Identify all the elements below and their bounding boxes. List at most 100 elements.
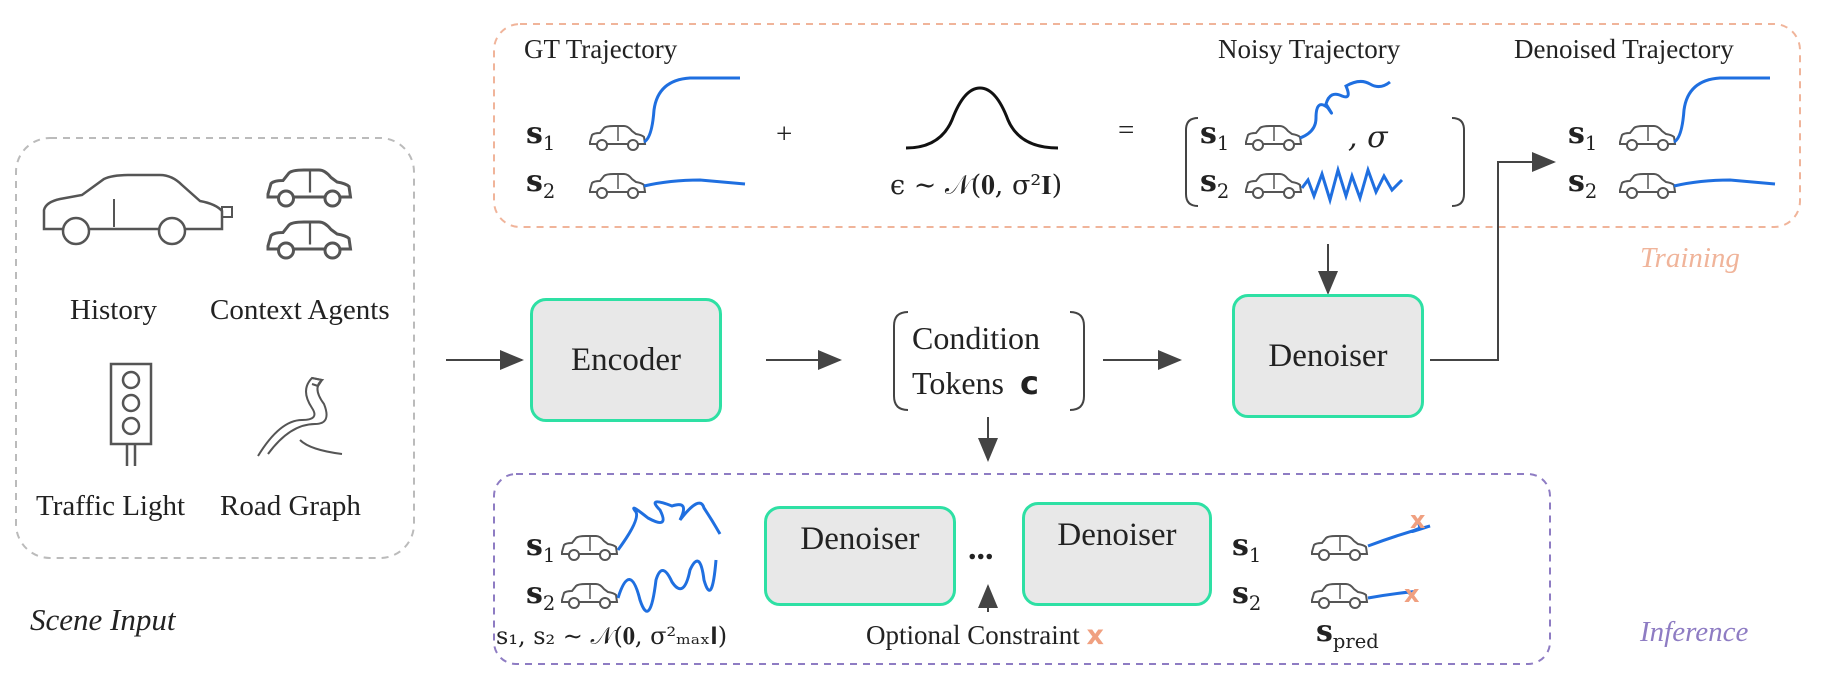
gt-car-1-icon [589,125,646,151]
s-symbol: s [526,116,543,151]
sub-2: 2 [1584,180,1598,203]
init-trajectory-2 [616,559,718,613]
ellipsis: ... [968,530,994,567]
denoised-trajectory-title: Denoised Trajectory [1514,34,1734,64]
sub-1: 1 [542,132,556,155]
noisy-s2-label: s2 [1200,164,1229,203]
road-graph-icon [257,376,343,457]
condition-bracket-right [1069,311,1085,411]
denoised-s2-label: s2 [1568,164,1597,203]
sub-1: 1 [1248,544,1262,567]
sub-1: 1 [542,544,556,567]
constraint-text: Optional Constraint [866,620,1080,650]
noisy-bracket-left [1185,117,1199,207]
gt-trajectory-1 [643,76,740,144]
constraint-mark: x [1086,620,1104,651]
noisy-trajectory-1 [1299,79,1391,140]
denoised-trajectory-2 [1673,178,1776,188]
gt-car-2-icon [589,173,646,199]
denoiser-box: Denoiser [1232,294,1424,418]
pred-label: spred [1316,614,1379,653]
denoiser-label: Denoiser [1268,337,1388,374]
constraint-x-mark-2: x [1404,580,1420,608]
noisy-car-1-icon [1245,125,1302,151]
denoised-car-1-icon [1619,125,1676,151]
inference-denoiser-box-1: Denoiser [764,506,956,606]
s-symbol: s [526,164,543,199]
condition-bracket-left [893,311,909,411]
sigma-label: , σ [1348,120,1388,155]
gt-s1-label: s1 [526,116,555,155]
context-agent-car-icon [266,220,352,260]
plus-sign: + [776,118,793,150]
gt-trajectory-title: GT Trajectory [524,34,678,64]
pred-sub: pred [1332,630,1379,653]
training-label: Training [1640,242,1740,274]
history-car-icon [42,173,233,246]
noisy-trajectory-title: Noisy Trajectory [1218,34,1401,64]
traffic-light-icon [109,362,153,466]
s-symbol: s [1232,576,1249,611]
denoised-car-2-icon [1619,173,1676,199]
s-symbol: s [526,528,543,563]
inference-denoiser-label: Denoiser [1057,517,1177,553]
init-s1-label: s1 [526,528,555,567]
inference-label: Inference [1640,616,1749,648]
gt-trajectory-2 [643,178,746,188]
inference-denoiser-box-2: Denoiser [1022,502,1212,606]
noise-formula: ϵ ∼ 𝒩(𝟎, σ²𝐈) [890,170,1063,201]
context-agents-label: Context Agents [210,294,390,326]
noisy-bracket-right [1451,117,1465,207]
s-symbol: s [1200,164,1217,199]
noisy-trajectory-2 [1300,164,1404,206]
sub-2: 2 [542,180,556,203]
road-graph-label: Road Graph [220,490,361,522]
s-symbol: s [1568,116,1585,151]
s-symbol: s [1568,164,1585,199]
noisy-s1-label: s1 [1200,116,1229,155]
sub-2: 2 [1216,180,1230,203]
pred-car-1-icon [1311,535,1368,561]
sub-2: 2 [542,592,556,615]
encoder-label: Encoder [571,341,681,378]
init-s2-label: s2 [526,576,555,615]
sub-1: 1 [1216,132,1230,155]
inference-frame [493,473,1551,665]
constraint-x-mark-1: x [1410,506,1426,534]
init-trajectory-1 [616,500,722,551]
init-car-2-icon [561,583,618,609]
denoised-trajectory-1 [1673,76,1770,144]
traffic-light-label: Traffic Light [36,490,186,522]
equals-sign: = [1118,114,1135,146]
inference-denoiser-label: Denoiser [800,521,920,557]
gaussian-curve [905,86,1059,150]
encoder-box: Encoder [530,298,722,422]
training-frame [493,23,1801,228]
pred-car-2-icon [1311,583,1368,609]
pred-s1-label: s1 [1232,528,1261,567]
init-car-1-icon [561,535,618,561]
pred-s-symbol: s [1316,614,1333,649]
condition-symbol: c [1019,364,1039,402]
pred-s2-label: s2 [1232,576,1261,615]
history-label: History [70,294,157,326]
sub-2: 2 [1248,592,1262,615]
s-symbol: s [1200,116,1217,151]
scene-input-frame [15,137,415,559]
s-symbol: s [526,576,543,611]
condition-label-line2: Tokens c [912,364,1039,402]
pred-trajectory-2 [1367,590,1415,600]
denoised-s1-label: s1 [1568,116,1597,155]
pred-trajectory-1 [1367,519,1431,548]
sub-1: 1 [1584,132,1598,155]
gt-s2-label: s2 [526,164,555,203]
context-agent-car-icon [266,168,352,208]
arrow-denoiser-to-output [1430,152,1556,361]
init-noise-formula: s₁, s₂ ∼ 𝒩(𝟎, σ²ₘₐₓ𝐈) [496,622,728,650]
optional-constraint-label: Optional Constraint x [866,620,1104,651]
noisy-car-2-icon [1245,173,1302,199]
condition-label-line1: Condition [912,320,1041,356]
scene-input-caption: Scene Input [30,602,176,637]
s-symbol: s [1232,528,1249,563]
condition-tokens-text: Tokens [912,365,1004,401]
